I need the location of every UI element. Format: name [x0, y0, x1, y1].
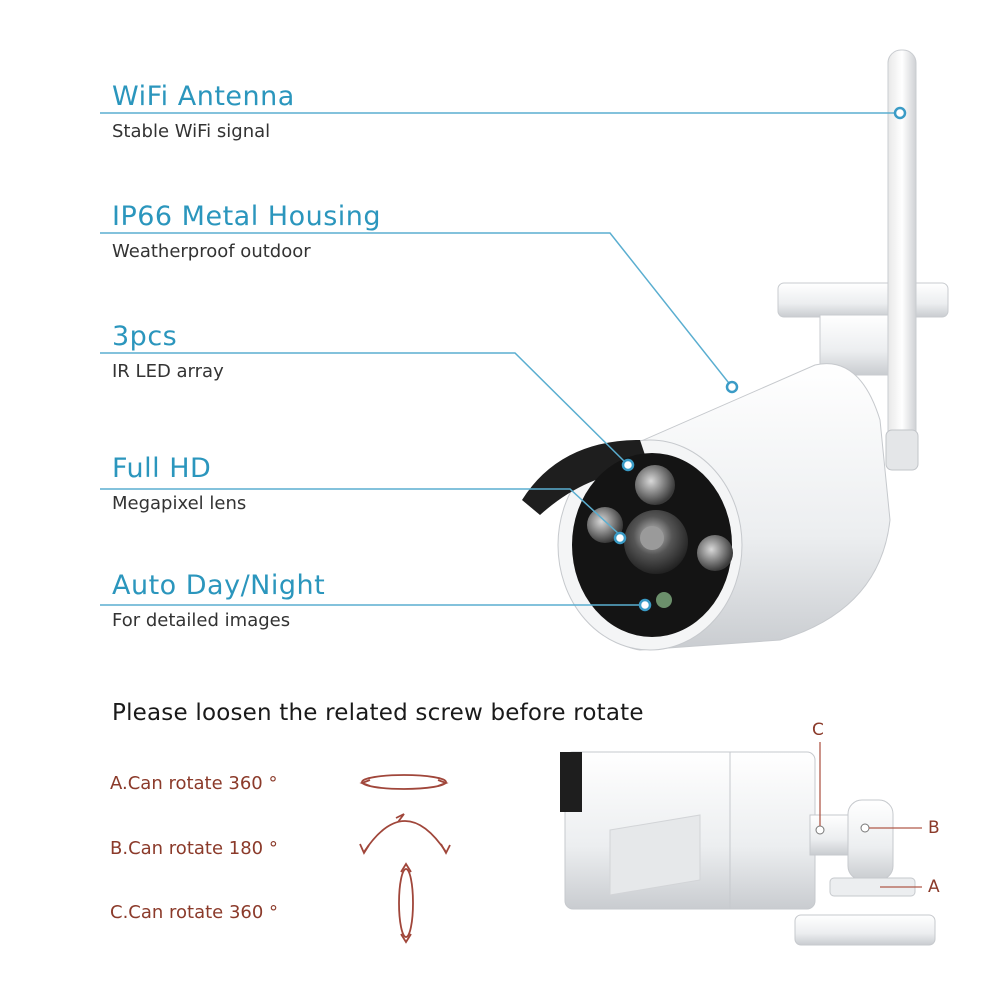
horizontal-rotate-icon	[359, 774, 449, 790]
rotation-a-label: A.Can rotate 360 °	[110, 773, 278, 794]
vertical-rotate-icon	[398, 862, 414, 944]
feature-wifi-antenna: WiFi Antenna Stable WiFi signal	[112, 83, 295, 141]
rotate-instruction-heading: Please loosen the related screw before r…	[112, 700, 644, 726]
rotation-c-label: C.Can rotate 360 °	[110, 902, 279, 923]
feature-desc: For detailed images	[112, 610, 291, 631]
feature-title: IP66 Metal Housing	[112, 201, 382, 232]
point-c-label: C	[812, 720, 824, 740]
feature-desc: IR LED array	[112, 361, 224, 382]
feature-full-hd: Full HD Megapixel lens	[112, 455, 246, 513]
feature-title: Auto Day/Night	[112, 570, 326, 601]
feature-ir-led: 3pcs IR LED array	[112, 323, 224, 381]
feature-metal-housing: IP66 Metal Housing Weatherproof outdoor	[112, 203, 381, 261]
rotation-b-label: B.Can rotate 180 °	[110, 838, 278, 859]
feature-desc: Megapixel lens	[112, 493, 247, 514]
feature-title: 3pcs	[112, 321, 178, 352]
feature-day-night: Auto Day/Night For detailed images	[112, 572, 325, 630]
arc-rotate-icon	[359, 813, 451, 855]
feature-title: Full HD	[112, 453, 212, 484]
feature-desc: Stable WiFi signal	[112, 121, 271, 142]
feature-title: WiFi Antenna	[112, 81, 295, 112]
point-a-label: A	[928, 877, 940, 897]
camera-illustration	[100, 49, 949, 651]
feature-desc: Weatherproof outdoor	[112, 241, 311, 262]
point-b-label: B	[928, 818, 940, 838]
